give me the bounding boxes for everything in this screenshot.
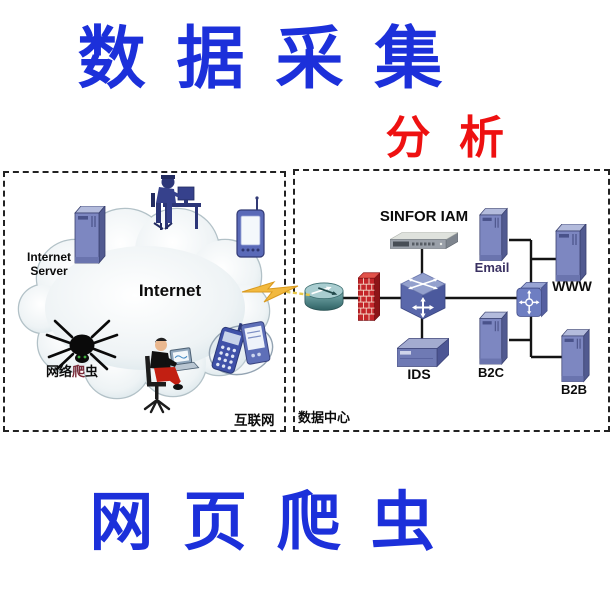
sinfor-iam-appliance-icon — [390, 232, 458, 250]
email-label: Email — [474, 260, 510, 275]
internet-panel-graphics — [17, 175, 274, 414]
crawler-label-prefix: 网络 — [46, 364, 73, 379]
www-server-icon — [555, 224, 587, 282]
internet-server-label: Internet Server — [26, 250, 71, 279]
internet-corner-label: 互联网 — [234, 413, 275, 428]
email-server-icon — [479, 207, 508, 262]
internet-panel — [3, 171, 286, 432]
title-web-crawler: 网 页 爬 虫 — [89, 486, 441, 558]
sinfor-iam-label: SINFOR IAM — [379, 208, 469, 225]
crawler-label-mid: 爬 — [72, 364, 86, 379]
title-data-collection: 数 据 采 集 — [77, 21, 449, 97]
ids-appliance-icon — [397, 338, 449, 368]
web-crawler-label: 网络爬虫 — [46, 361, 126, 380]
hacker-workstation-icon — [151, 175, 201, 230]
mobile-phones-icon — [208, 321, 274, 376]
pda-icon — [236, 196, 265, 258]
crawler-label-tail: 虫 — [85, 364, 99, 379]
b2c-server-icon — [479, 311, 508, 365]
core-switch-icon — [400, 272, 446, 320]
title-analysis: 分 析 — [385, 112, 512, 163]
datacenter-panel — [293, 169, 610, 432]
datacenter-panel-graphics — [304, 207, 590, 383]
b2b-server-icon — [561, 328, 590, 383]
cloud-label: Internet — [138, 281, 202, 300]
firewall-icon — [358, 272, 380, 321]
ids-label: IDS — [407, 366, 431, 382]
lightning-link-icon — [241, 281, 311, 303]
user-laptop-icon — [143, 337, 200, 414]
b2b-label: B2B — [560, 382, 587, 397]
www-label: WWW — [552, 278, 592, 294]
b2c-label: B2C — [477, 365, 504, 380]
datacenter-corner-label: 数据中心 — [298, 410, 351, 425]
spider-crawler-icon — [45, 319, 119, 371]
